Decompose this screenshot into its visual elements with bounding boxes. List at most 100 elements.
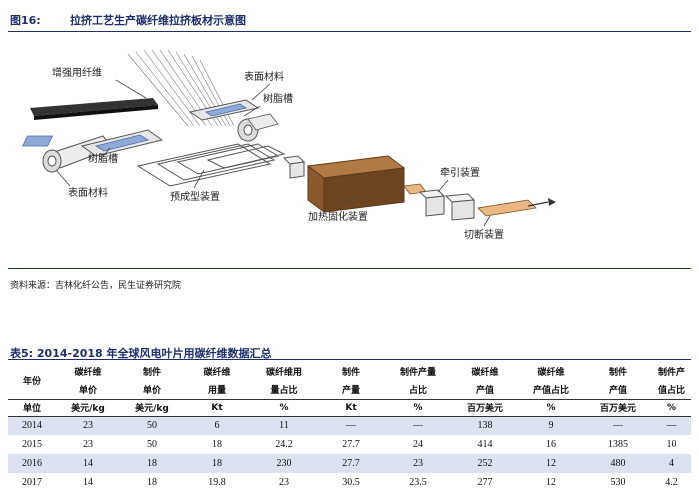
col-header-line2: 产值 bbox=[475, 385, 494, 396]
col-header-line2: 单价 bbox=[142, 385, 161, 396]
col-header-line2: 产值占比 bbox=[532, 385, 569, 396]
table-cell: — bbox=[318, 416, 384, 435]
table-cell: 9 bbox=[518, 416, 584, 435]
unit-cell: 美元/kg bbox=[56, 398, 120, 417]
table-cell: 14 bbox=[83, 477, 93, 488]
label-surface-material-bottom: 表面材料 bbox=[68, 186, 108, 199]
table-cell: 23.5 bbox=[409, 477, 427, 488]
table-cell: 480 bbox=[584, 454, 652, 473]
header-row-1: 年份 碳纤维 制件 碳纤维 碳纤维用 制件 制件产量 碳纤维 碳纤维 制件 制件… bbox=[8, 361, 691, 387]
label-surface-material-top: 表面材料 bbox=[244, 70, 284, 83]
label-resin-tank-left: 树脂槽 bbox=[88, 152, 118, 165]
table-cell: 18 bbox=[120, 454, 184, 473]
heating-curing-block bbox=[306, 155, 406, 213]
unit-cell: 美元/kg bbox=[120, 398, 184, 417]
col-header-line1: 制件 bbox=[608, 368, 627, 378]
source-text: 资料来源：吉林化纤公告，民生证券研究院 bbox=[10, 281, 182, 291]
table-row: 2015 23 50 18 24.2 27.7 24 414 16 1385 1… bbox=[8, 435, 691, 454]
col-header-line2: 用量 bbox=[207, 385, 226, 396]
preforming-plates bbox=[136, 143, 286, 187]
table-cell: 11 bbox=[250, 416, 318, 435]
table-cell: 530 bbox=[610, 477, 626, 488]
pultrusion-diagram: 增强用纤维 表面材料 树脂槽 树脂槽 表面材料 预成型装置 加热固化装置 牵引装… bbox=[22, 49, 556, 241]
table-cell: 18 bbox=[212, 439, 222, 450]
output-arrow bbox=[527, 198, 556, 207]
figure-caption: 图16: 拉挤工艺生产碳纤维拉挤板材示意图 bbox=[8, 10, 691, 32]
table-cell: 230 bbox=[250, 454, 318, 473]
col-header-line1: 制件产量 bbox=[399, 368, 436, 378]
unit-cell: Kt bbox=[184, 398, 250, 417]
col-header-line1: 碳纤维 bbox=[203, 368, 231, 378]
table-cell: 23 bbox=[56, 416, 120, 435]
year-cell: 2014 bbox=[8, 416, 56, 435]
table-cell: 414 bbox=[477, 439, 493, 450]
col-header-line2: 产值 bbox=[608, 385, 627, 396]
label-pulling-device: 牵引装置 bbox=[440, 166, 480, 179]
table-cell: — bbox=[384, 416, 452, 435]
unit-cell: % bbox=[518, 398, 584, 417]
col-header-line1: 制件产 bbox=[657, 368, 685, 378]
unit-cell: % bbox=[652, 398, 691, 417]
table-cell: 12 bbox=[546, 477, 556, 488]
col-header-line2: 单价 bbox=[78, 385, 97, 396]
year-header: 年份 bbox=[22, 377, 41, 388]
table-row: 2014 23 50 6 11 — — 138 9 — — bbox=[8, 416, 691, 435]
table-cell: 27.7 bbox=[318, 454, 384, 473]
col-header-line2: 值占比 bbox=[657, 385, 685, 396]
table-cell: 19.8 bbox=[208, 477, 226, 488]
table-cell: 10 bbox=[666, 439, 677, 450]
table-cell: 18 bbox=[184, 454, 250, 473]
table-cell: 50 bbox=[120, 416, 184, 435]
unit-cell: 百万美元 bbox=[584, 398, 652, 417]
table-title: 表5: 2014-2018 年全球风电叶片用碳纤维数据汇总 bbox=[10, 347, 272, 360]
label-preforming-device: 预成型装置 bbox=[170, 190, 220, 203]
table-caption: 表5: 2014-2018 年全球风电叶片用碳纤维数据汇总 bbox=[8, 345, 691, 360]
col-header-line1: 碳纤维 bbox=[74, 368, 102, 378]
figure-title: 拉挤工艺生产碳纤维拉挤板材示意图 bbox=[70, 14, 246, 27]
label-reinforcing-fiber: 增强用纤维 bbox=[52, 66, 102, 79]
carbon-fiber-data-table: 年份 碳纤维 制件 碳纤维 碳纤维用 制件 制件产量 碳纤维 碳纤维 制件 制件… bbox=[8, 361, 691, 492]
header-row-2: 单价 单价 用量 量占比 产量 占比 产值 产值占比 产值 值占比 bbox=[8, 380, 691, 399]
col-header-line2: 产量 bbox=[341, 385, 360, 396]
col-header-line2: 量占比 bbox=[270, 385, 298, 396]
unit-cell: Kt bbox=[318, 398, 384, 417]
table-cell: 50 bbox=[147, 439, 157, 450]
resin-tank-top bbox=[188, 99, 260, 121]
unit-cell: 百万美元 bbox=[452, 398, 518, 417]
table-cell: — bbox=[652, 416, 691, 435]
year-cell: 2016 bbox=[8, 454, 56, 473]
table-cell: 30.5 bbox=[342, 477, 360, 488]
table-cell: 6 bbox=[184, 416, 250, 435]
table-cell: 18 bbox=[147, 477, 157, 488]
table-cell: — bbox=[584, 416, 652, 435]
col-header-line1: 碳纤维 bbox=[471, 368, 499, 378]
table-cell: 12 bbox=[518, 454, 584, 473]
label-heating-curing-device: 加热固化装置 bbox=[308, 210, 368, 223]
table-row: 2016 14 18 18 230 27.7 23 252 12 480 4 bbox=[8, 454, 691, 473]
col-header-line1: 碳纤维 bbox=[537, 368, 565, 378]
surface-material-roll-top bbox=[237, 113, 279, 142]
unit-cell: % bbox=[250, 398, 318, 417]
table-cell: 27.7 bbox=[342, 439, 360, 450]
col-header-line1: 制件 bbox=[142, 368, 161, 378]
col-header-line2: 占比 bbox=[408, 385, 427, 396]
unit-row: 单位 美元/kg 美元/kg Kt % Kt % 百万美元 % 百万美元 % bbox=[8, 398, 691, 417]
table-cell: 24.2 bbox=[275, 439, 293, 450]
table-cell: 277 bbox=[477, 477, 493, 488]
col-header-line1: 制件 bbox=[341, 368, 360, 378]
resin-tank-left bbox=[80, 129, 164, 157]
table-cell: 23 bbox=[384, 454, 452, 473]
table-cell: 138 bbox=[452, 416, 518, 435]
label-resin-tank-top: 树脂槽 bbox=[263, 92, 293, 105]
table-cell: 14 bbox=[56, 454, 120, 473]
table-cell: 16 bbox=[546, 439, 556, 450]
pulling-device bbox=[418, 189, 476, 221]
entry-guide-box bbox=[282, 155, 306, 179]
source-note: 资料来源：吉林化纤公告，民生证券研究院 bbox=[8, 268, 691, 294]
table-cell: 1385 bbox=[608, 439, 628, 450]
col-header-line1: 碳纤维用 bbox=[265, 368, 302, 378]
table-cell: 23 bbox=[279, 477, 289, 488]
leader-lines bbox=[55, 79, 491, 227]
table-cell: 4.2 bbox=[665, 477, 678, 488]
table-cell: 24 bbox=[413, 439, 423, 450]
